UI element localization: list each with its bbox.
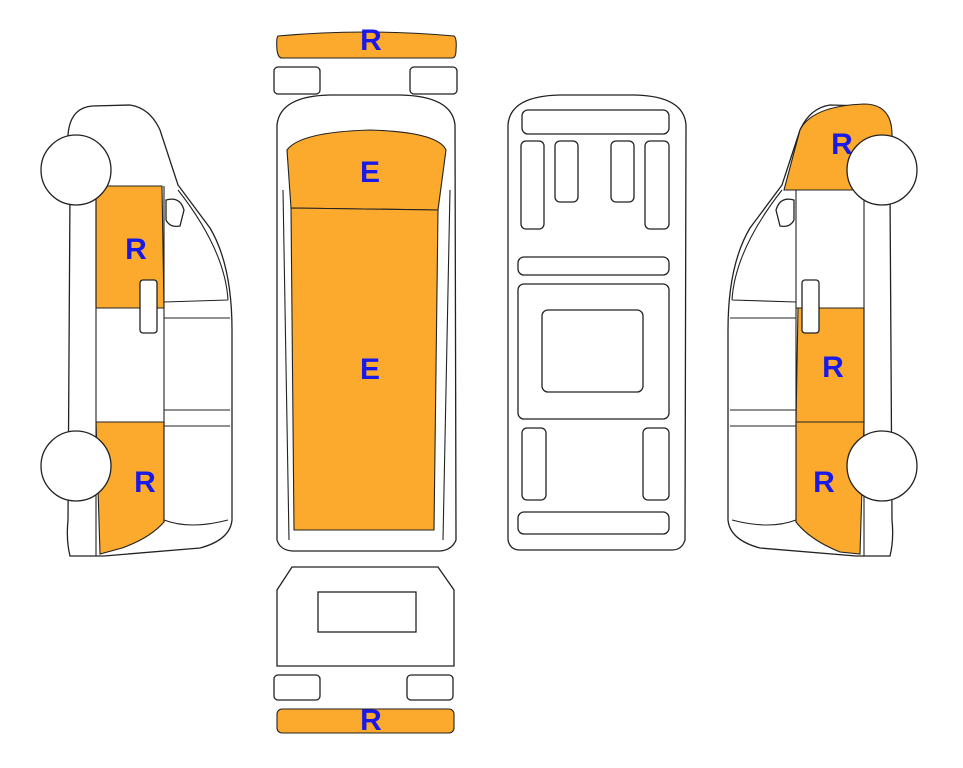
left-pillar-lines <box>95 186 165 556</box>
left-door-handle <box>139 279 158 334</box>
van-rear-view: R <box>273 566 455 737</box>
underside-rear-crossmember <box>517 511 670 535</box>
underside-slot-4 <box>644 140 670 230</box>
right-rear-quarter-label: R <box>813 466 835 499</box>
underside-slot-3 <box>610 140 635 203</box>
rear-bumper-panel[interactable] <box>276 708 455 734</box>
van-underside-view <box>507 94 687 551</box>
right-rear-wheel <box>846 430 918 502</box>
underside-slot-5 <box>521 427 547 501</box>
side-mirror-rail-left <box>282 189 290 541</box>
left-window-frame <box>163 189 230 526</box>
left-mirror <box>165 198 185 228</box>
left-headlight <box>273 66 321 95</box>
underside-slot-2 <box>554 140 579 203</box>
right-pillar-lines <box>795 190 865 556</box>
right-front-wheel <box>846 134 918 206</box>
right-window-frame <box>730 189 797 526</box>
van-right-side-view: R R R <box>727 103 918 557</box>
rear-window <box>317 591 417 633</box>
underside-front-crossmember <box>521 109 670 135</box>
roof-label: E <box>360 353 380 386</box>
right-rear-quarter-panel[interactable] <box>795 421 865 555</box>
hood-label: E <box>360 156 380 189</box>
right-headlight <box>409 66 458 95</box>
underside-mid-crossmember <box>517 256 670 276</box>
underside-slot-1 <box>520 140 545 230</box>
side-mirror-rail-right <box>442 189 451 541</box>
underside-floor-panel <box>541 309 644 393</box>
left-front-wheel <box>40 134 112 206</box>
van-top-view: R E E <box>273 24 458 552</box>
rear-left-lamp <box>273 674 321 701</box>
right-mirror <box>775 198 795 228</box>
left-front-door-label: R <box>125 233 147 266</box>
front-bumper-panel[interactable] <box>276 31 457 59</box>
rear-right-lamp <box>406 674 454 701</box>
right-rear-door-label: R <box>822 351 844 384</box>
right-door-handle <box>801 279 820 334</box>
left-rear-quarter-panel[interactable] <box>95 421 165 555</box>
rear-bumper-label: R <box>360 704 382 737</box>
underside-slot-6 <box>642 427 670 501</box>
right-front-fender-label: R <box>831 128 853 161</box>
front-bumper-label: R <box>360 24 382 57</box>
left-rear-wheel <box>40 430 112 502</box>
van-left-side-view: R R <box>40 104 233 557</box>
left-rear-quarter-label: R <box>134 466 156 499</box>
hood-panel[interactable] <box>286 129 447 211</box>
